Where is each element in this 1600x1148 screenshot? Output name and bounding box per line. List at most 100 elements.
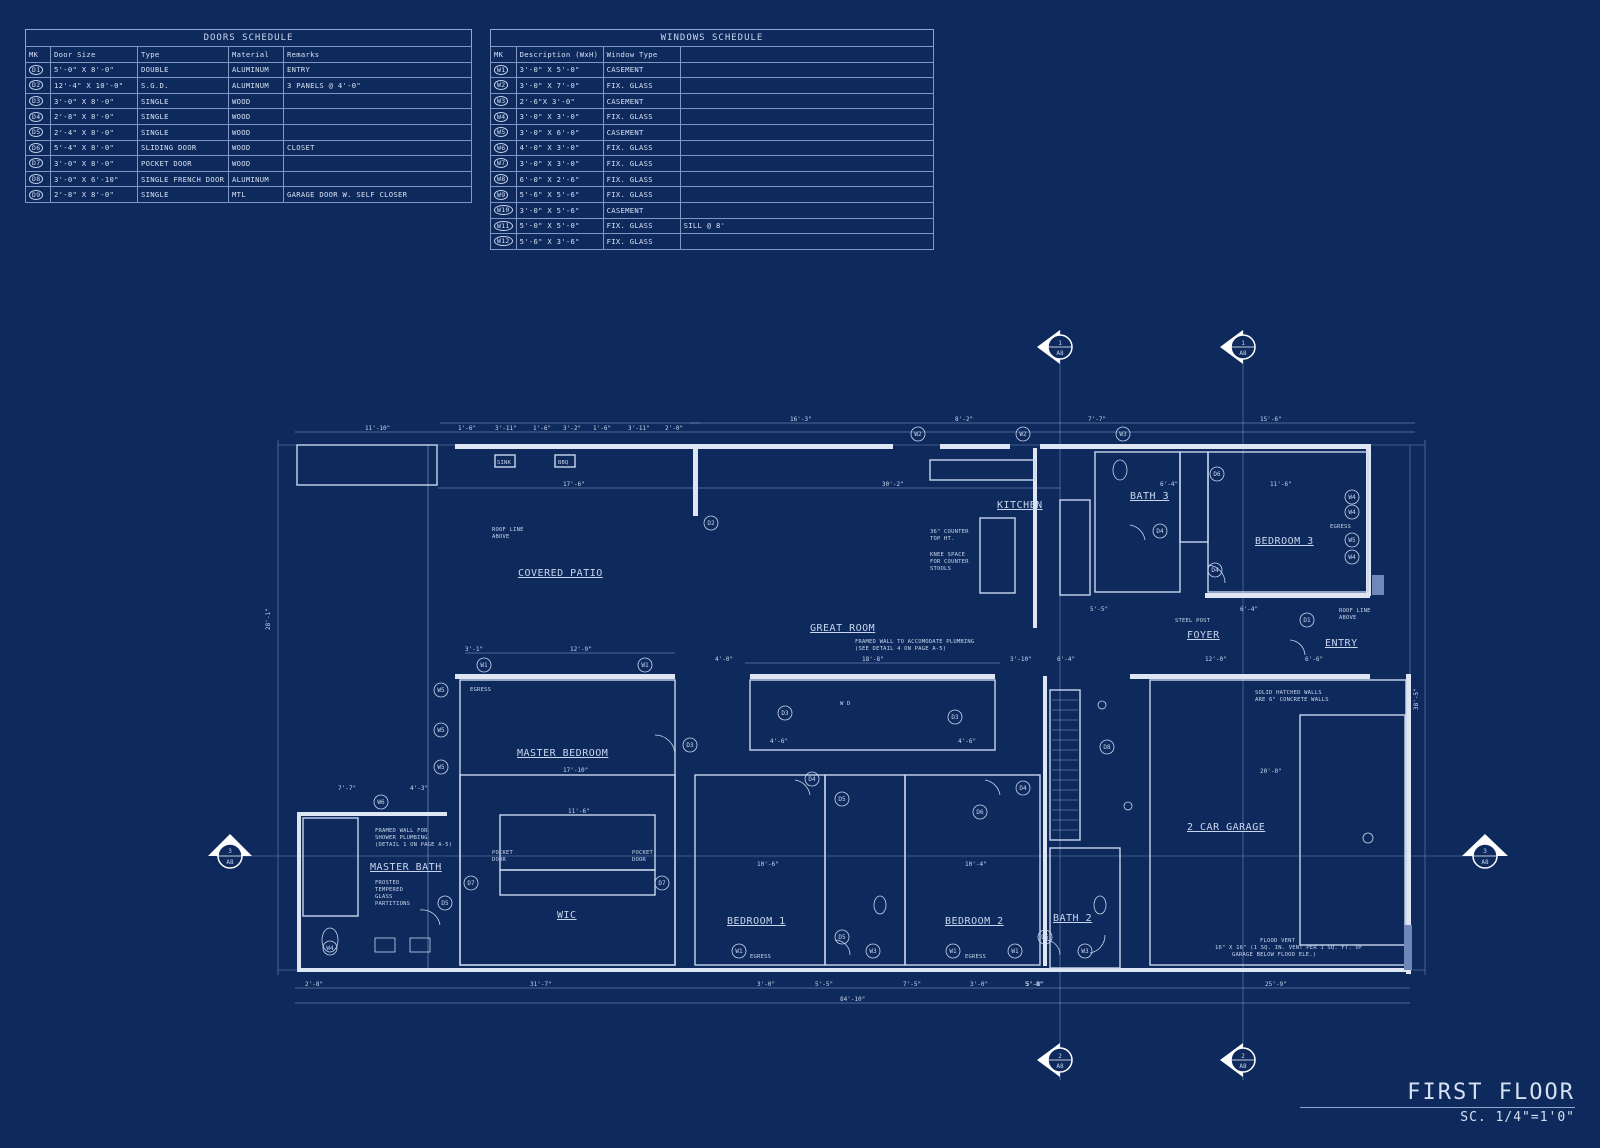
svg-text:W2: W2 (1019, 431, 1027, 438)
svg-text:W4: W4 (1348, 554, 1356, 561)
note-egress-bedroom1: EGRESS (750, 954, 771, 960)
svg-text:D5: D5 (1041, 934, 1049, 941)
dim-top-9: 16'-3" (790, 416, 812, 423)
opening-tags: D2 D3 D3 D3 D4 D4 D4 D4 D5 D5 D5 D5 D6 D… (322, 426, 1360, 959)
window-mark: W5 (494, 127, 509, 138)
note-concrete-walls: ARE 6" CONCRETE WALLS (1255, 697, 1329, 703)
dim-foyer-2: 6'-4" (1240, 606, 1258, 613)
tag-w1d: W1 (945, 943, 961, 959)
note-tempered: TEMPERED (375, 887, 403, 893)
dim-kit-3: 5'-8" (1025, 981, 1043, 988)
title-block: FIRST FLOOR SC. 1/4"=1'0" (1300, 1080, 1575, 1125)
note-counter-ht: TOP HT. (930, 536, 955, 542)
dim-mbath-2: 4'-3" (410, 785, 428, 792)
tag-d4d: D4 (1207, 562, 1223, 578)
tag-w2b: W2 (1015, 426, 1031, 442)
dim-top-10: 8'-2" (955, 416, 973, 423)
note-shower-framed: FRAMED WALL FOR (375, 828, 428, 834)
dim-mb-2: 12'-9" (570, 646, 592, 653)
svg-text:D3: D3 (686, 742, 694, 749)
dim-wic-inner: 11'-6" (568, 808, 590, 815)
concrete-wall-segment (1404, 925, 1412, 970)
svg-text:W3: W3 (869, 948, 877, 955)
note-roof-line: ROOF LINE (492, 527, 524, 533)
door-cell: SINGLE (137, 186, 229, 203)
door-mark: D7 (29, 158, 44, 169)
note-counter: 36" COUNTER (930, 529, 969, 535)
svg-text:D4: D4 (1156, 528, 1164, 535)
room-labels: COVERED PATIO KITCHEN BATH 3 BEDROOM 3 G… (370, 491, 1358, 927)
stairs (1052, 699, 1078, 831)
section-marker-bottom-left: 2 A8 (1037, 1043, 1073, 1077)
svg-text:W6: W6 (377, 799, 385, 806)
svg-text:D3: D3 (951, 714, 959, 721)
window-mark: W9 (494, 189, 509, 200)
tag-d8: D8 (1099, 739, 1115, 755)
dim-bath3-width: 6'-4" (1160, 481, 1178, 488)
dim-top-5: 3'-2" (563, 425, 581, 432)
dim-closet-width: 18'-8" (862, 656, 884, 663)
note-roof-line-above: ABOVE (492, 534, 510, 540)
note-flood-ele: GARAGE BELOW FLOOD ELE.) (1232, 952, 1316, 958)
window-mark: W7 (494, 158, 509, 169)
svg-text:W1: W1 (735, 948, 743, 955)
window-mark-cell: W7 (490, 155, 517, 172)
dim-great-width: 30'-2" (882, 481, 904, 488)
window-mark: W6 (494, 142, 509, 153)
svg-text:W5: W5 (437, 687, 445, 694)
window-mark-cell: W2 (490, 77, 517, 94)
window-mark: W8 (494, 174, 509, 185)
door-mark: D5 (29, 127, 44, 138)
tag-d4: D4 (804, 771, 820, 787)
svg-text:W4: W4 (326, 945, 334, 952)
window-cell (679, 233, 935, 250)
dim-foyer-1: 5'-5" (1090, 606, 1108, 613)
door-mark: D8 (29, 174, 44, 185)
note-door-right: DOOR (632, 857, 647, 863)
section-sheet: A8 (1239, 350, 1247, 357)
tag-w1: W1 (476, 657, 492, 673)
dim-bedroom3-width: 11'-6" (1270, 481, 1292, 488)
tag-w1e: W1 (1007, 943, 1023, 959)
dim-bedroom1-width: 10'-6" (757, 861, 779, 868)
dim-bot-4: 5'-5" (815, 981, 833, 988)
note-egress-bedroom2: EGRESS (965, 954, 986, 960)
section-sheet: A8 (1481, 859, 1489, 866)
dim-top-3: 3'-11" (495, 425, 517, 432)
room-label-covered-patio: COVERED PATIO (518, 568, 603, 579)
svg-text:D4: D4 (1211, 567, 1219, 574)
tag-d4c: D4 (1152, 523, 1168, 539)
tag-w3c: W3 (1077, 943, 1093, 959)
annotations: ROOF LINE ABOVE ROOF LINE ABOVE 36" COUN… (375, 460, 1371, 960)
dim-top-11: 7'-7" (1088, 416, 1106, 423)
room-label-entry: ENTRY (1325, 638, 1358, 649)
tag-d2: D2 (703, 515, 719, 531)
window-mark-cell: W12 (490, 233, 517, 250)
dim-top-12: 15'-6" (1260, 416, 1282, 423)
svg-text:D7: D7 (467, 880, 475, 887)
dim-top-4: 1'-6" (533, 425, 551, 432)
svg-text:W5: W5 (1348, 537, 1356, 544)
tag-w6: W6 (373, 794, 389, 810)
svg-text:W5: W5 (437, 727, 445, 734)
dim-total-length: 84'-10" (840, 996, 865, 1003)
dim-bot-3: 3'-0" (757, 981, 775, 988)
svg-text:W1: W1 (1011, 948, 1019, 955)
windows-schedule-title: WINDOWS SCHEDULE (490, 29, 934, 46)
tag-d3c: D3 (947, 709, 963, 725)
svg-text:W4: W4 (1348, 494, 1356, 501)
window-mark: W12 (494, 236, 513, 247)
tag-w5b: W5 (433, 722, 449, 738)
dim-bot-6: 3'-0" (970, 981, 988, 988)
section-marker-top-left: 1 A8 (1037, 330, 1073, 364)
note-roof-line-entry: ROOF LINE (1339, 608, 1371, 614)
door-mark: D1 (29, 64, 44, 75)
note-solid-walls: SOLID HATCHED WALLS (1255, 690, 1322, 696)
